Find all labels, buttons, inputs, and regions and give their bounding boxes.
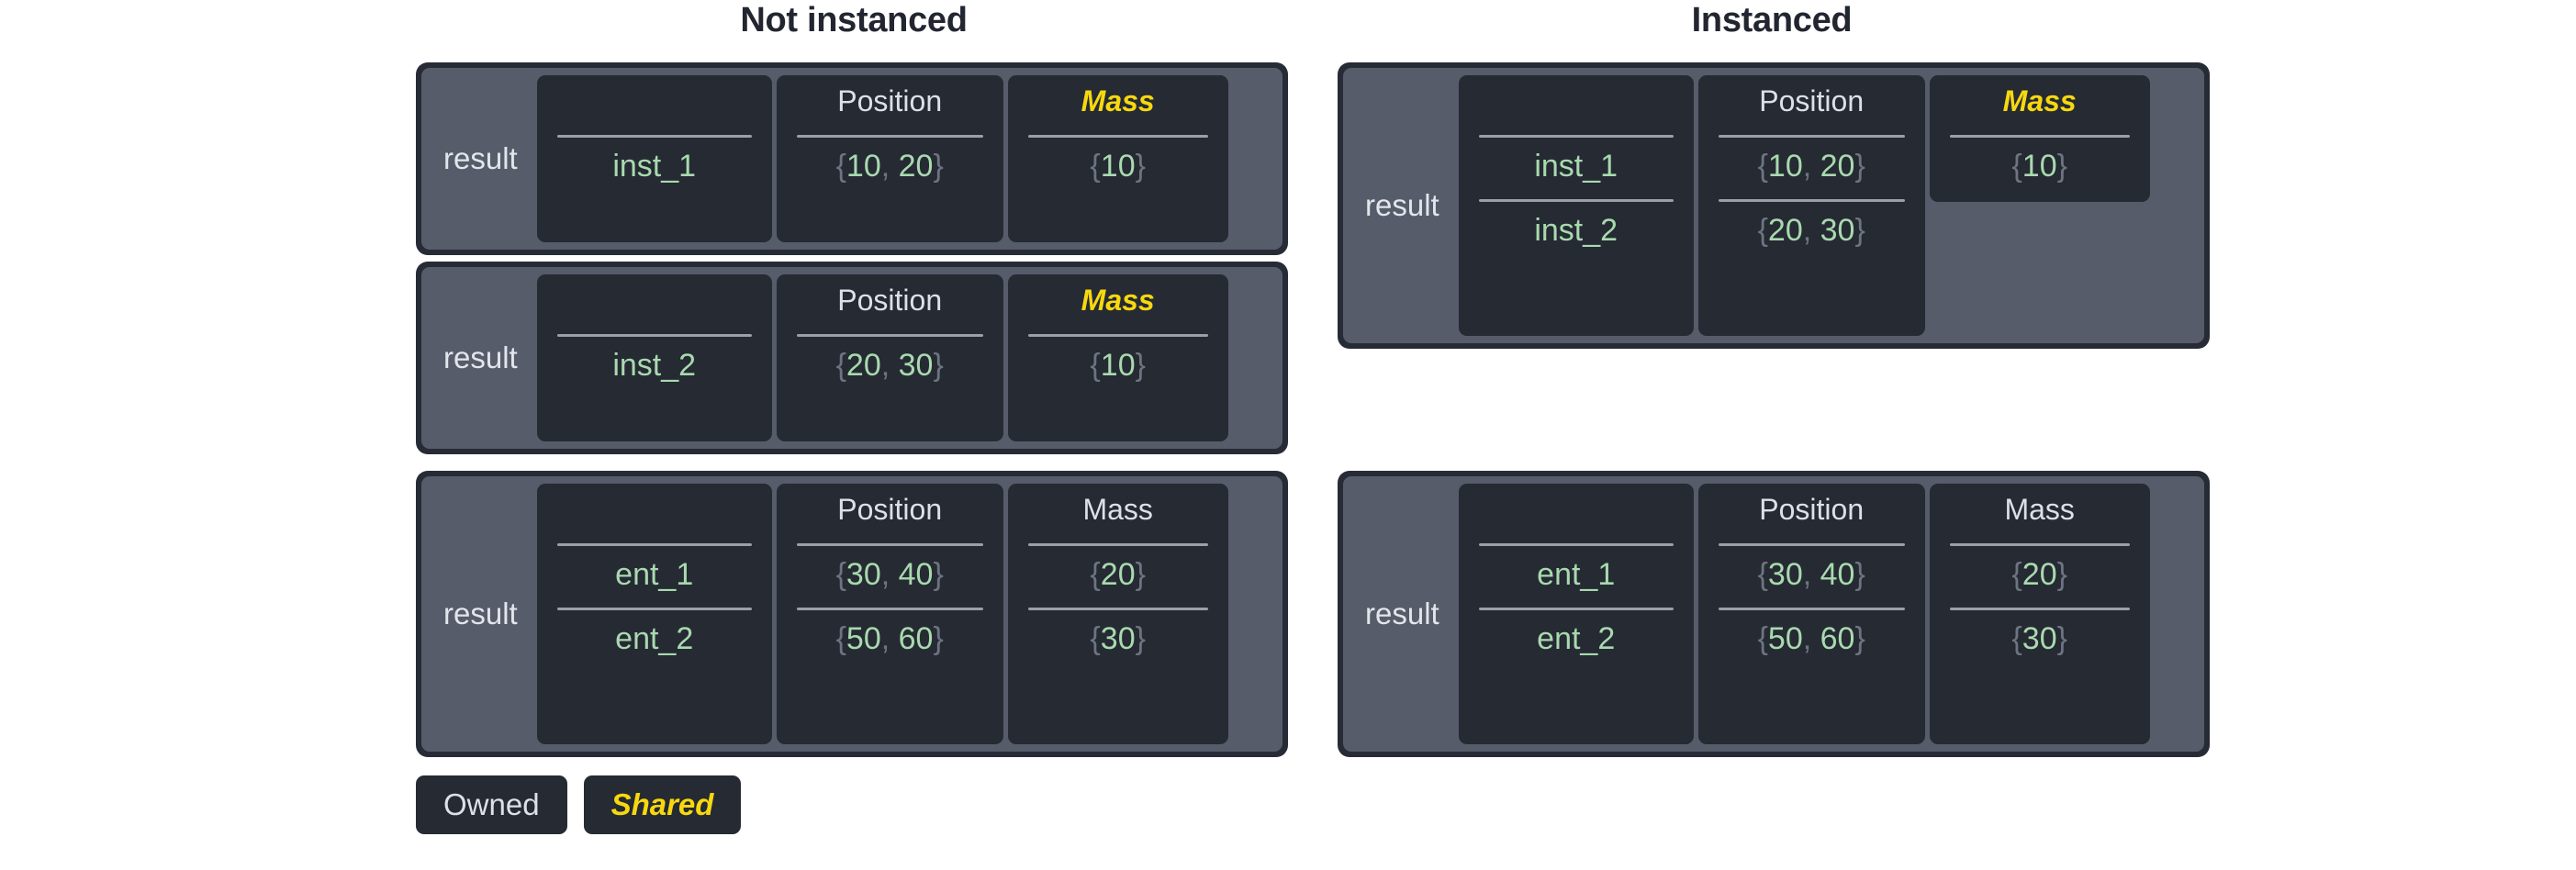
card-body: result inst_1 Position {10, 20} Mass {10…: [421, 68, 1282, 250]
cell-position: {50, 60}: [1757, 621, 1865, 657]
cell-position: {50, 60}: [835, 621, 944, 657]
header-divider: [556, 334, 752, 337]
column-header-mass: Mass: [1081, 84, 1155, 117]
result-label: result: [1365, 188, 1439, 222]
cell-mass: {10}: [1090, 348, 1146, 383]
header-divider: [1718, 135, 1905, 138]
column-position: Position {30, 40} {50, 60}: [1697, 484, 1925, 744]
column-header-mass: Mass: [2004, 493, 2075, 526]
legend: Owned Shared: [416, 775, 742, 834]
column-name: inst_1: [536, 75, 772, 242]
column-group: inst_1 inst_2 Position {10, 20} {20, 30}…: [1458, 75, 2197, 336]
column-position: Position {10, 20} {20, 30}: [1697, 75, 1925, 336]
cell-position: {10, 20}: [835, 149, 944, 184]
header-divider: [1718, 543, 1905, 546]
result-label: result: [443, 597, 518, 630]
cell-mass: {20}: [1090, 557, 1146, 592]
header-divider: [796, 543, 983, 546]
column-mass: Mass {20} {30}: [1929, 484, 2150, 744]
header-divider: [1478, 135, 1674, 138]
cell-entity-name: inst_1: [612, 149, 697, 184]
result-label: result: [1365, 597, 1439, 630]
entity-card-ent-group: result ent_1 ent_2 Position {30, 40} {50…: [416, 471, 1288, 757]
entity-card-instanced-group: result inst_1 inst_2 Position {10, 20} {…: [1338, 62, 2210, 349]
column-group: ent_1 ent_2 Position {30, 40} {50, 60} M…: [1458, 484, 2197, 744]
column-name: ent_1 ent_2: [536, 484, 772, 744]
result-label: result: [443, 141, 518, 175]
column-name: inst_1 inst_2: [1458, 75, 1694, 336]
header-divider: [556, 543, 752, 546]
row-divider: [1718, 199, 1905, 203]
entity-card-inst-1: result inst_1 Position {10, 20} Mass {10…: [416, 62, 1288, 255]
row-divider: [1027, 608, 1208, 611]
column-title-not-instanced: Not instanced: [740, 1, 968, 39]
cell-entity-name: ent_2: [1537, 621, 1616, 657]
row-divider: [1949, 608, 2130, 611]
cell-entity-name: inst_1: [1534, 149, 1618, 184]
column-header-position: Position: [1759, 493, 1865, 526]
column-mass: Mass {10}: [1007, 75, 1228, 242]
column-mass: Mass {10}: [1007, 274, 1228, 441]
cell-entity-name: ent_2: [615, 621, 694, 657]
cell-entity-name: ent_1: [1537, 557, 1616, 592]
cell-position: {10, 20}: [1757, 149, 1865, 184]
row-divider: [1478, 608, 1674, 611]
cell-position: {20, 30}: [1757, 213, 1865, 249]
column-name: ent_1 ent_2: [1458, 484, 1694, 744]
header-divider: [1027, 543, 1208, 546]
row-divider: [1718, 608, 1905, 611]
row-divider: [556, 608, 752, 611]
column-position: Position {10, 20}: [776, 75, 1003, 242]
column-header-position: Position: [837, 284, 943, 317]
column-header-mass: Mass: [2002, 84, 2077, 117]
cell-entity-name: inst_2: [612, 348, 697, 383]
column-position: Position {30, 40} {50, 60}: [776, 484, 1003, 744]
card-body: result inst_2 Position {20, 30} Mass {10…: [421, 267, 1282, 449]
header-divider: [1478, 543, 1674, 546]
header-divider: [796, 334, 983, 337]
card-body: result ent_1 ent_2 Position {30, 40} {50…: [1343, 476, 2204, 752]
cell-entity-name: inst_2: [1534, 213, 1618, 249]
card-body: result ent_1 ent_2 Position {30, 40} {50…: [421, 476, 1282, 752]
header-divider: [1949, 543, 2130, 546]
column-group: ent_1 ent_2 Position {30, 40} {50, 60} M…: [536, 484, 1275, 744]
column-group: inst_2 Position {20, 30} Mass {10}: [536, 274, 1275, 441]
cell-mass: {30}: [2011, 621, 2067, 657]
column-mass: Mass {20} {30}: [1007, 484, 1228, 744]
cell-mass: {10}: [2011, 149, 2067, 184]
legend-chip-shared: Shared: [583, 775, 742, 834]
column-mass-shared: Mass {10}: [1929, 75, 2150, 203]
column-header-mass: Mass: [1081, 284, 1155, 317]
column-title-instanced: Instanced: [1691, 1, 1853, 39]
result-label: result: [443, 340, 518, 374]
column-position: Position {20, 30}: [776, 274, 1003, 441]
cell-mass: {30}: [1090, 621, 1146, 657]
cell-position: {30, 40}: [1757, 557, 1865, 592]
entity-card-inst-2: result inst_2 Position {20, 30} Mass {10…: [416, 262, 1288, 454]
header-divider: [1949, 135, 2130, 138]
row-divider: [1478, 199, 1674, 203]
header-divider: [1027, 334, 1208, 337]
row-divider: [796, 608, 983, 611]
cell-entity-name: ent_1: [615, 557, 694, 592]
legend-chip-owned: Owned: [416, 775, 567, 834]
cell-mass: {20}: [2011, 557, 2067, 592]
cell-mass: {10}: [1090, 149, 1146, 184]
header-divider: [1027, 135, 1208, 138]
column-header-position: Position: [837, 84, 943, 117]
column-group: inst_1 Position {10, 20} Mass {10}: [536, 75, 1275, 242]
card-body: result inst_1 inst_2 Position {10, 20} {…: [1343, 68, 2204, 343]
header-divider: [556, 135, 752, 138]
cell-position: {20, 30}: [835, 348, 944, 383]
header-divider: [796, 135, 983, 138]
cell-position: {30, 40}: [835, 557, 944, 592]
column-header-position: Position: [837, 493, 943, 526]
column-name: inst_2: [536, 274, 772, 441]
entity-card-instanced-ent-group: result ent_1 ent_2 Position {30, 40} {50…: [1338, 471, 2210, 757]
column-header-position: Position: [1759, 84, 1865, 117]
column-header-mass: Mass: [1082, 493, 1153, 526]
